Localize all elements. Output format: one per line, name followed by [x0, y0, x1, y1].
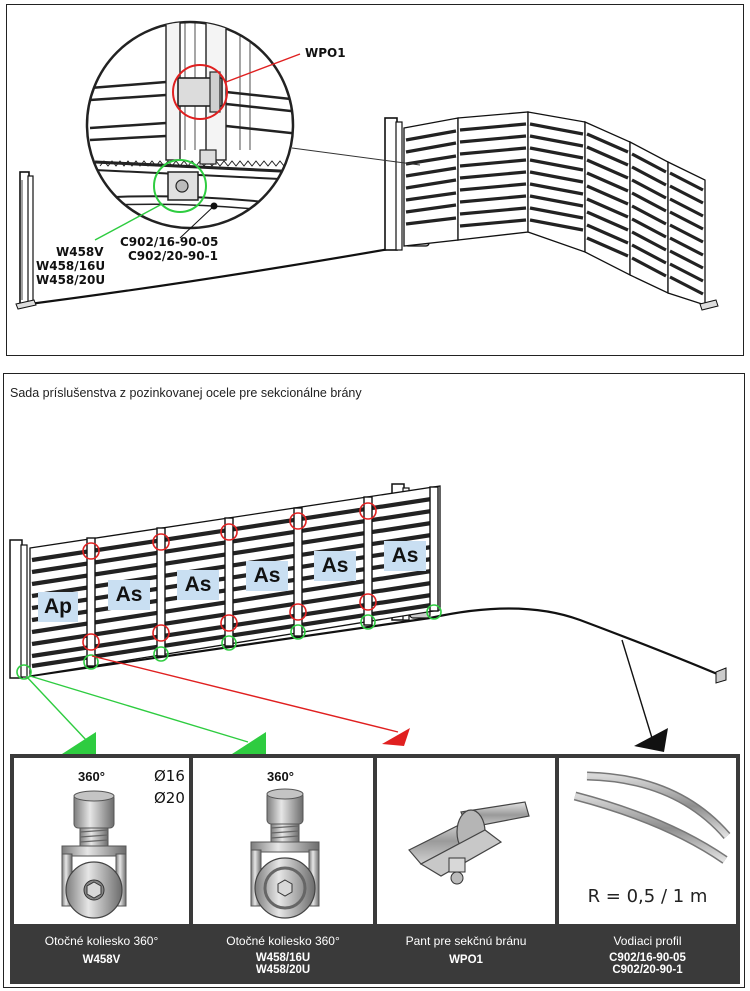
- section-badge-as-3: As: [246, 561, 288, 591]
- section-badge-as-4: As: [314, 551, 356, 581]
- wheel-highlight: [153, 159, 207, 213]
- product-code-w458-16u: W458/16U: [255, 952, 311, 964]
- diameter-label-16: Ø16: [154, 767, 185, 785]
- label-c902-20: C902/20-90-1: [128, 249, 218, 263]
- magnifier-leader: [291, 147, 421, 166]
- top-gate-illustration: [15, 20, 719, 311]
- product-cell-wpo1: Pant pre sekčnú bránu WPO1: [377, 758, 555, 980]
- bottom-panel: [3, 373, 745, 988]
- magnifier-detail: [85, 20, 301, 241]
- product-code-c902-16: C902/16-90-05: [609, 952, 686, 964]
- guide-profile-icon: [573, 771, 731, 864]
- product-cell-c902: R = 0,5 / 1 m Vodiaci profil C902/16-90-…: [559, 758, 736, 980]
- green-arrow-1: [62, 732, 96, 754]
- product-title-wpo1: Pant pre sekčnú bránu: [405, 934, 527, 948]
- angle-label-2: 360°: [267, 769, 294, 784]
- red-arrow: [382, 728, 410, 746]
- product-code-w458-20u: W458/20U: [255, 964, 311, 976]
- product-code-w458v: W458V: [82, 954, 121, 966]
- swivel-wheel-u-icon: [250, 788, 320, 919]
- label-w458-20u: W458/20U: [36, 273, 106, 287]
- left-post: [15, 171, 37, 310]
- top-panel: [6, 4, 744, 356]
- label-wpo1: WPO1: [305, 46, 346, 60]
- diameter-label-20: Ø20: [154, 789, 185, 807]
- product-cell-w458u: 360° Otočné koliesko 360° W458: [193, 758, 373, 980]
- green-arrow-2: [232, 732, 266, 754]
- gate-slats: [405, 122, 704, 296]
- product-image-c902: R = 0,5 / 1 m: [559, 758, 736, 924]
- gate-post: [384, 117, 403, 251]
- swivel-wheel-icon: [61, 790, 127, 919]
- product-title-w458v: Otočné koliesko 360°: [44, 934, 159, 948]
- product-code-wpo1: WPO1: [449, 954, 483, 966]
- section-badge-as-5: As: [384, 541, 426, 571]
- bottom-gate-illustration: [9, 483, 727, 754]
- hinge-icon: [408, 801, 530, 885]
- product-code-c902-20: C902/20-90-1: [612, 964, 683, 976]
- product-image-w458u: 360°: [193, 758, 373, 924]
- product-cell-w458v: 360° Ø16 Ø20 Otočné ko: [14, 758, 189, 980]
- section-badge-as-2: As: [177, 570, 219, 600]
- angle-label: 360°: [78, 769, 105, 784]
- section-badge-as-1: As: [108, 580, 150, 610]
- ground-track: [21, 246, 396, 307]
- black-arrow: [634, 728, 668, 752]
- product-image-w458v: 360° Ø16 Ø20: [14, 758, 189, 924]
- product-title-c902: Vodiaci profil: [613, 934, 682, 948]
- wpo1-highlight: [172, 64, 228, 120]
- guide-track: [29, 607, 723, 678]
- label-w458-16u: W458/16U: [36, 259, 106, 273]
- wheel-highlights: [16, 604, 442, 680]
- hinge-highlights: [82, 502, 377, 651]
- bottom-caption: Sada príslušenstva z pozinkovanej ocele …: [10, 386, 362, 400]
- label-c902-16: C902/16-90-05: [120, 235, 219, 249]
- product-strip: 360° Ø16 Ø20 Otočné ko: [10, 754, 740, 984]
- radius-label: R = 0,5 / 1 m: [587, 886, 708, 907]
- product-image-wpo1: [377, 758, 555, 924]
- section-badge-ap: Ap: [38, 592, 78, 622]
- label-w458v: W458V: [56, 245, 104, 259]
- gate-sections: [403, 111, 706, 306]
- product-title-w458u: Otočné koliesko 360°: [226, 934, 340, 948]
